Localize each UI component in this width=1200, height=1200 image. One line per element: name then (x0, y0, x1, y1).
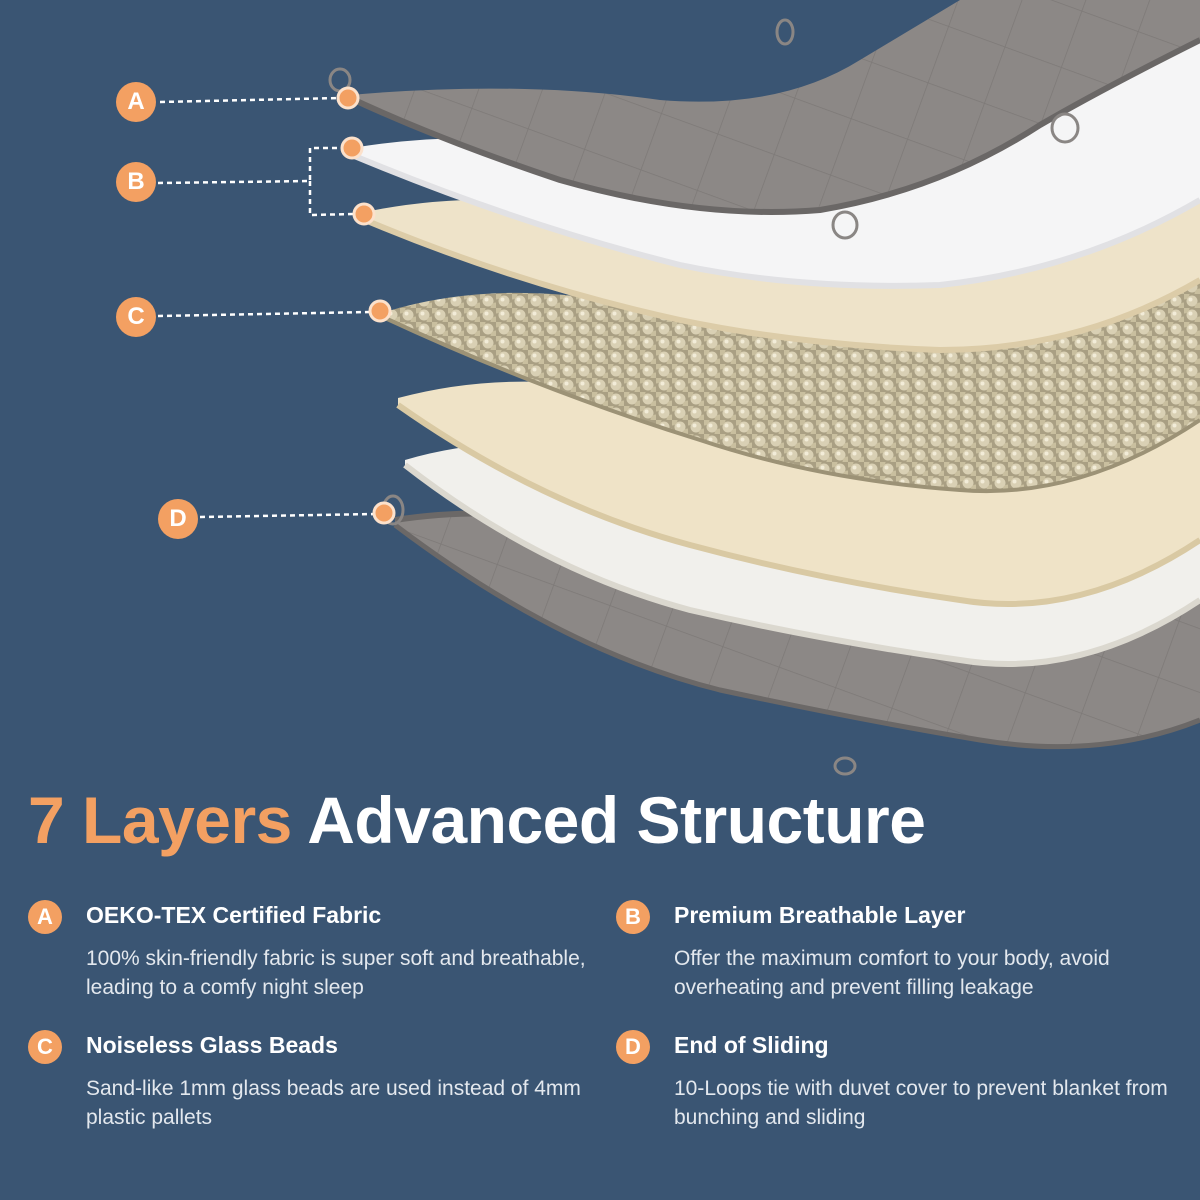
feature-desc-b: Offer the maximum comfort to your body, … (674, 944, 1194, 1002)
feature-desc-line: overheating and prevent filling leakage (674, 976, 1034, 999)
callout-dot-c (368, 299, 392, 323)
loop-icon (833, 756, 857, 776)
layer-a-top-fabric (328, 0, 1200, 240)
headline-rest: Advanced Structure (307, 783, 926, 857)
marker-d: D (158, 499, 198, 539)
feature-desc-line: 10-Loops tie with duvet cover to prevent… (674, 1077, 1168, 1100)
feature-badge-c: C (28, 1030, 62, 1064)
layer-glass-beads (384, 170, 1200, 494)
callout-dot-a (336, 86, 360, 110)
feature-desc-d: 10-Loops tie with duvet cover to prevent… (674, 1074, 1194, 1132)
marker-b: B (116, 162, 156, 202)
callout-lines (157, 96, 376, 519)
feature-desc-line: Offer the maximum comfort to your body, … (674, 947, 1110, 970)
callout-line-d (199, 512, 376, 519)
feature-desc-line: 100% skin-friendly fabric is super soft … (86, 947, 586, 970)
layer-cream-upper (363, 100, 1200, 354)
marker-c: C (116, 297, 156, 337)
callout-line-c (157, 310, 371, 318)
callout-dot-d (372, 501, 396, 525)
blanket-layers-illustration (157, 0, 1200, 776)
marker-a: A (116, 82, 156, 122)
layer-white-upper (350, 40, 1200, 289)
callout-dot-b-lower (352, 202, 376, 226)
feature-desc-line: Sand-like 1mm glass beads are used inste… (86, 1077, 581, 1100)
callout-dot-b-upper (340, 136, 364, 160)
page-title: 7 Layers Advanced Structure (28, 782, 926, 858)
feature-title-b: Premium Breathable Layer (674, 902, 966, 928)
callout-line-b (157, 146, 356, 217)
loop-icon (1050, 112, 1080, 144)
feature-badge-b: B (616, 900, 650, 934)
feature-title-a: OEKO-TEX Certified Fabric (86, 902, 382, 928)
feature-desc-c: Sand-like 1mm glass beads are used inste… (86, 1074, 606, 1132)
callout-line-a (159, 96, 341, 104)
feature-title-d: End of Sliding (674, 1032, 829, 1058)
feature-desc-line: bunching and sliding (674, 1106, 866, 1129)
feature-title-c: Noiseless Glass Beads (86, 1032, 338, 1058)
feature-desc-line: plastic pallets (86, 1106, 213, 1129)
feature-badge-d: D (616, 1030, 650, 1064)
callout-dots (336, 86, 396, 525)
loop-icon (775, 18, 795, 46)
feature-desc-line: leading to a comfy night sleep (86, 976, 364, 999)
feature-desc-a: 100% skin-friendly fabric is super soft … (86, 944, 606, 1002)
headline-accent: 7 Layers (28, 783, 292, 857)
loop-icon (831, 210, 859, 240)
feature-badge-a: A (28, 900, 62, 934)
